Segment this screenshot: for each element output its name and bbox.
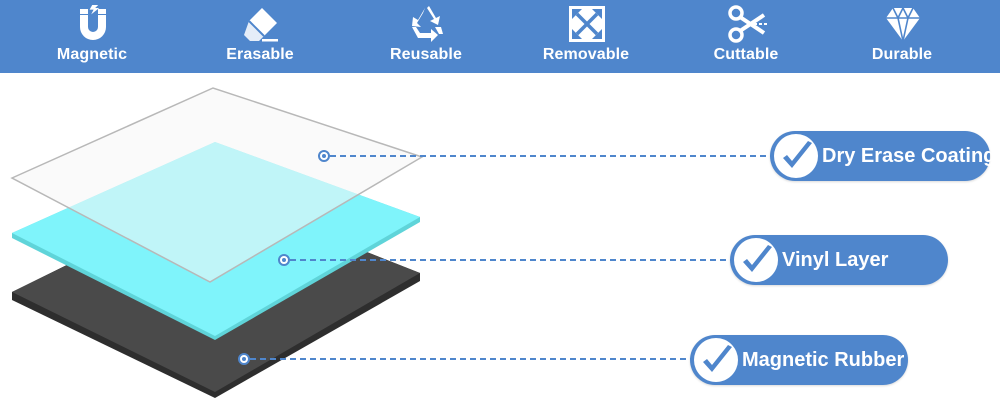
layer-label-text: Vinyl Layer	[782, 249, 889, 271]
feature-label: Magnetic	[56, 46, 128, 63]
layer-label-text: Dry Erase Coating	[822, 145, 996, 167]
layer-diagram	[10, 87, 772, 398]
feature-label: Durable	[871, 46, 933, 63]
move-arrows-icon	[569, 6, 605, 42]
check-icon	[734, 238, 778, 282]
feature-reusable: Reusable	[366, 0, 486, 73]
feature-magnetic: Magnetic	[32, 0, 152, 73]
label-dry-erase-coating: Dry Erase Coating	[770, 131, 995, 181]
recycle-icon	[412, 6, 443, 42]
diamond-icon	[886, 7, 920, 42]
feature-durable: Durable	[842, 0, 962, 73]
label-magnetic-rubber: Magnetic Rubber	[690, 335, 908, 385]
feature-label: Cuttable	[713, 46, 779, 63]
feature-removable: Removable	[526, 0, 646, 73]
feature-label: Reusable	[390, 46, 462, 63]
feature-label: Erasable	[226, 46, 294, 63]
feature-bar: Magnetic Erasable Reusable	[0, 0, 1000, 73]
feature-cuttable: Cuttable	[686, 0, 806, 73]
feature-erasable: Erasable	[200, 0, 320, 73]
label-vinyl-layer: Vinyl Layer	[730, 235, 948, 285]
magnet-icon	[80, 5, 106, 40]
check-icon	[694, 338, 738, 382]
feature-label: Removable	[542, 46, 630, 63]
eraser-icon	[244, 8, 278, 42]
check-icon	[774, 134, 818, 178]
scissors-icon	[728, 5, 768, 43]
layer-label-text: Magnetic Rubber	[742, 349, 905, 371]
